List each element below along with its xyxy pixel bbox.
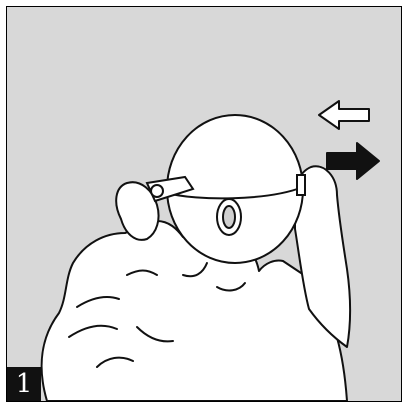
instruction-panel: 1 (6, 6, 402, 402)
arrow-left-outline-icon (318, 100, 370, 130)
hand-illustration (40, 165, 351, 401)
step-number-badge: 1 (7, 367, 41, 401)
arrow-right-solid-icon (326, 142, 380, 180)
instruction-illustration (40, 100, 380, 401)
round-device-icon (145, 114, 306, 264)
